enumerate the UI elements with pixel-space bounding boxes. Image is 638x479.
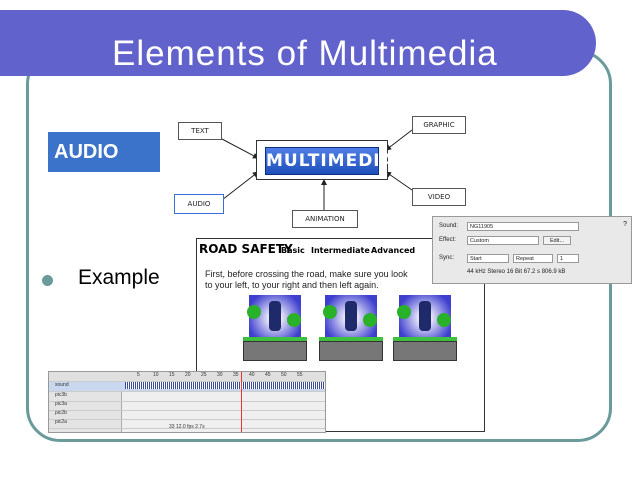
playhead[interactable] [241,372,242,432]
timeline-layer-row[interactable]: pic2b [49,410,325,420]
effect-select[interactable]: Custom [467,236,539,245]
sound-select[interactable]: NG11905 [467,222,579,231]
layer-name: pic3b [55,392,67,398]
tab-advanced[interactable]: Advanced [371,246,416,255]
frame-ruler: 5 10 15 20 25 30 35 40 45 50 55 [49,372,325,382]
frame-number: 25 [201,372,207,378]
timeline-layer-row[interactable]: pic2a [49,419,325,429]
scene-3 [393,295,457,363]
example-bullet: Example [78,266,160,289]
section-label: AUDIO [48,132,160,172]
timeline-panel: 5 10 15 20 25 30 35 40 45 50 55 sound pi… [48,371,326,433]
diagram-video-box: VIDEO [412,188,466,206]
frame-number: 5 [137,372,140,378]
frame-number: 15 [169,372,175,378]
sound-info: 44 kHz Stereo 16 Bit 67.2 s 806.9 kB [467,269,566,275]
tab-basic[interactable]: Basic [281,246,305,255]
current-frame: 33 [169,424,175,430]
frame-number: 45 [265,372,271,378]
diagram-graphic-box: GRAPHIC [412,116,466,134]
layer-name: pic3a [55,401,67,407]
person-icon [269,301,281,331]
timeline-layer-row[interactable]: pic3a [49,401,325,411]
sound-label: Sound: [439,223,459,229]
frame-number: 50 [281,372,287,378]
diagram-audio-box: AUDIO [174,194,224,214]
slide-title: Elements of Multimedia [112,34,498,73]
frame-number: 10 [153,372,159,378]
help-icon[interactable]: ? [623,221,627,228]
audio-waveform [125,382,325,389]
frame-number: 30 [217,372,223,378]
frame-number: 35 [233,372,239,378]
scene-2 [319,295,383,363]
timeline-status: 33 12.0 fps 2.7s [169,424,205,430]
person-icon [345,301,357,331]
frame-number: 55 [297,372,303,378]
tab-intermediate[interactable]: Intermediate [311,246,370,255]
sync-select[interactable]: Start [467,254,509,263]
title-bar: Elements of Multimedia [0,10,596,76]
frame-rate: 12.0 fps [175,424,194,430]
scene-1 [243,295,307,363]
layer-name: pic2b [55,410,67,416]
diagram-center-box: MULTIMEDIA [256,140,394,180]
layer-name: pic2a [55,419,67,425]
edit-button[interactable]: Edit... [543,236,571,245]
diagram-animation-box: ANIMATION [292,210,358,228]
timeline-layer-row[interactable]: pic3b [49,392,325,402]
diagram-text-box: TEXT [178,122,222,140]
sound-properties-panel: Sound: NG11905 Effect: Custom Edit... Sy… [432,216,632,284]
sync-label: Sync: [439,255,455,261]
elapsed-time: 2.7s [195,424,205,430]
road-safety-title: ROAD SAFETY [199,242,293,256]
effect-label: Effect: [439,237,456,243]
road-safety-header: ROAD SAFETY Basic Intermediate Advanced [197,239,484,261]
layer-name: sound [55,382,69,388]
multimedia-label: MULTIMEDIA [265,147,394,175]
repeat-select[interactable]: Repeat [513,254,553,263]
frame-number: 20 [185,372,191,378]
bullet-icon [42,275,53,286]
frame-number: 40 [249,372,255,378]
person-icon [419,301,431,331]
road-safety-text: First, before crossing the road, make su… [205,269,408,290]
road-safety-screenshot: ROAD SAFETY Basic Intermediate Advanced … [196,238,485,432]
repeat-count-field[interactable]: 1 [557,254,579,263]
